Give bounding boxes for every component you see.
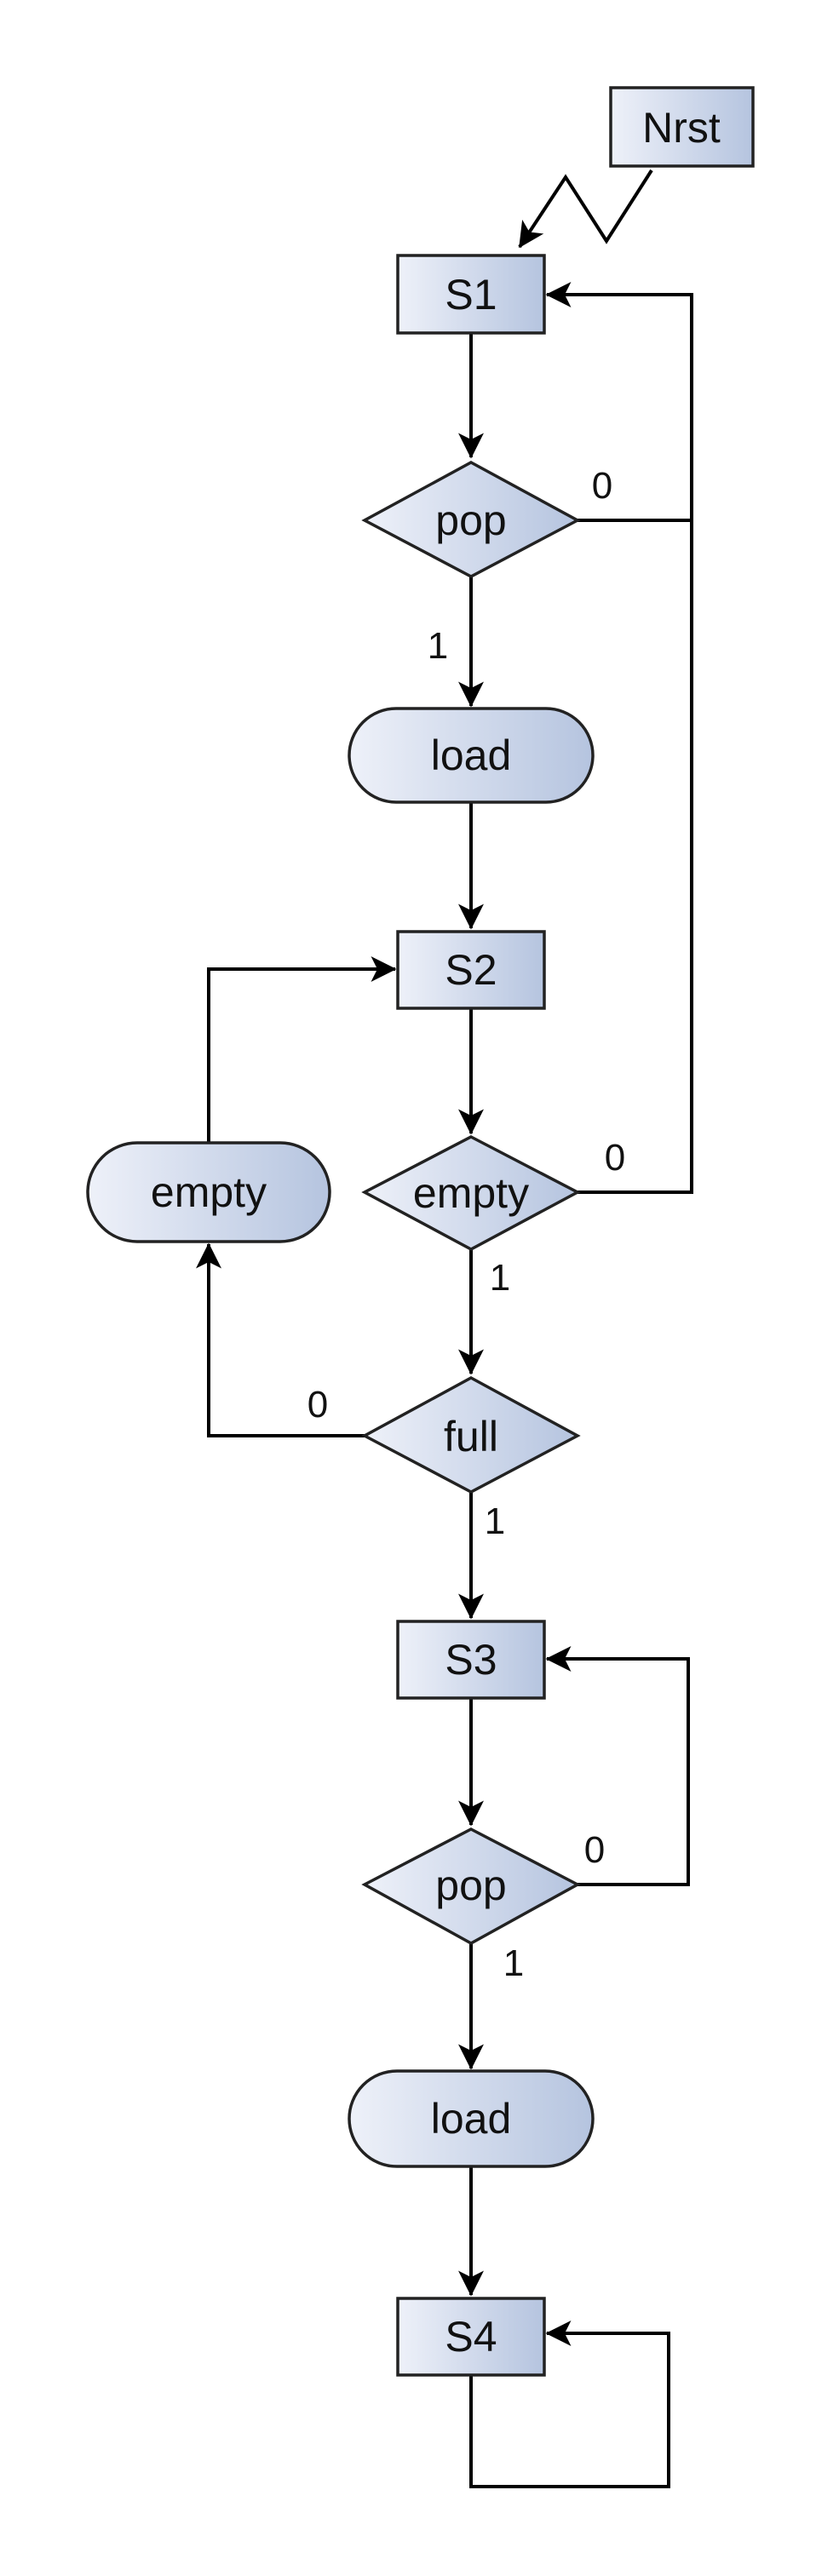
- edge-label-pop2-yes: 1: [503, 1942, 524, 1984]
- node-label: empty: [151, 1168, 267, 1216]
- edge-label-full-no: 0: [307, 1384, 328, 1426]
- edge-label-pop2-no: 0: [584, 1829, 605, 1871]
- node-label: load: [431, 731, 512, 779]
- node-label: empty: [413, 1169, 529, 1217]
- node-label: pop: [435, 496, 506, 544]
- node-label: full: [444, 1413, 498, 1460]
- node-label: S2: [445, 946, 497, 994]
- terminal-load-2: load: [348, 2069, 595, 2168]
- node-s1: S1: [396, 254, 546, 335]
- edge-nrst-to-s1: [518, 169, 653, 249]
- node-nrst: Nrst: [609, 86, 755, 168]
- edges: [196, 169, 693, 2488]
- edge-s4-self-loop: [469, 2321, 670, 2488]
- edge-empty-action-to-s2: [207, 956, 397, 1142]
- node-label: pop: [435, 1862, 506, 1909]
- edge-label-pop-no: 0: [592, 465, 612, 507]
- edge-empty-no-to-s1: [578, 520, 693, 1194]
- decision-empty: empty: [361, 1135, 581, 1251]
- edge-label-full-yes: 1: [485, 1500, 505, 1542]
- edge-pop-no-to-s1: [545, 282, 693, 522]
- node-s4: S4: [396, 2297, 546, 2377]
- decision-pop: pop: [361, 461, 581, 578]
- node-label: Nrst: [642, 104, 721, 152]
- decision-pop-2: pop: [361, 1827, 581, 1945]
- edge-labels: 0 1 0 1 0 1 0 1: [307, 465, 625, 1984]
- edge-pop2-no-to-s3: [545, 1646, 690, 1886]
- node-label: S3: [445, 1636, 497, 1684]
- edge-label-empty-yes: 1: [490, 1257, 510, 1299]
- terminal-load: load: [348, 707, 595, 804]
- node-label: S4: [445, 2313, 497, 2361]
- node-label: S1: [445, 271, 497, 318]
- edge-label-pop-yes: 1: [428, 625, 448, 667]
- decision-full: full: [361, 1376, 581, 1494]
- edge-full-no-to-empty-action: [196, 1242, 365, 1437]
- node-label: load: [431, 2095, 512, 2143]
- terminal-empty: empty: [86, 1141, 331, 1243]
- edge-label-empty-no: 0: [605, 1137, 625, 1179]
- nodes: Nrst S1 pop load S2 empty empty full: [86, 86, 755, 2377]
- node-s3: S3: [396, 1620, 546, 1700]
- node-s2: S2: [396, 930, 546, 1010]
